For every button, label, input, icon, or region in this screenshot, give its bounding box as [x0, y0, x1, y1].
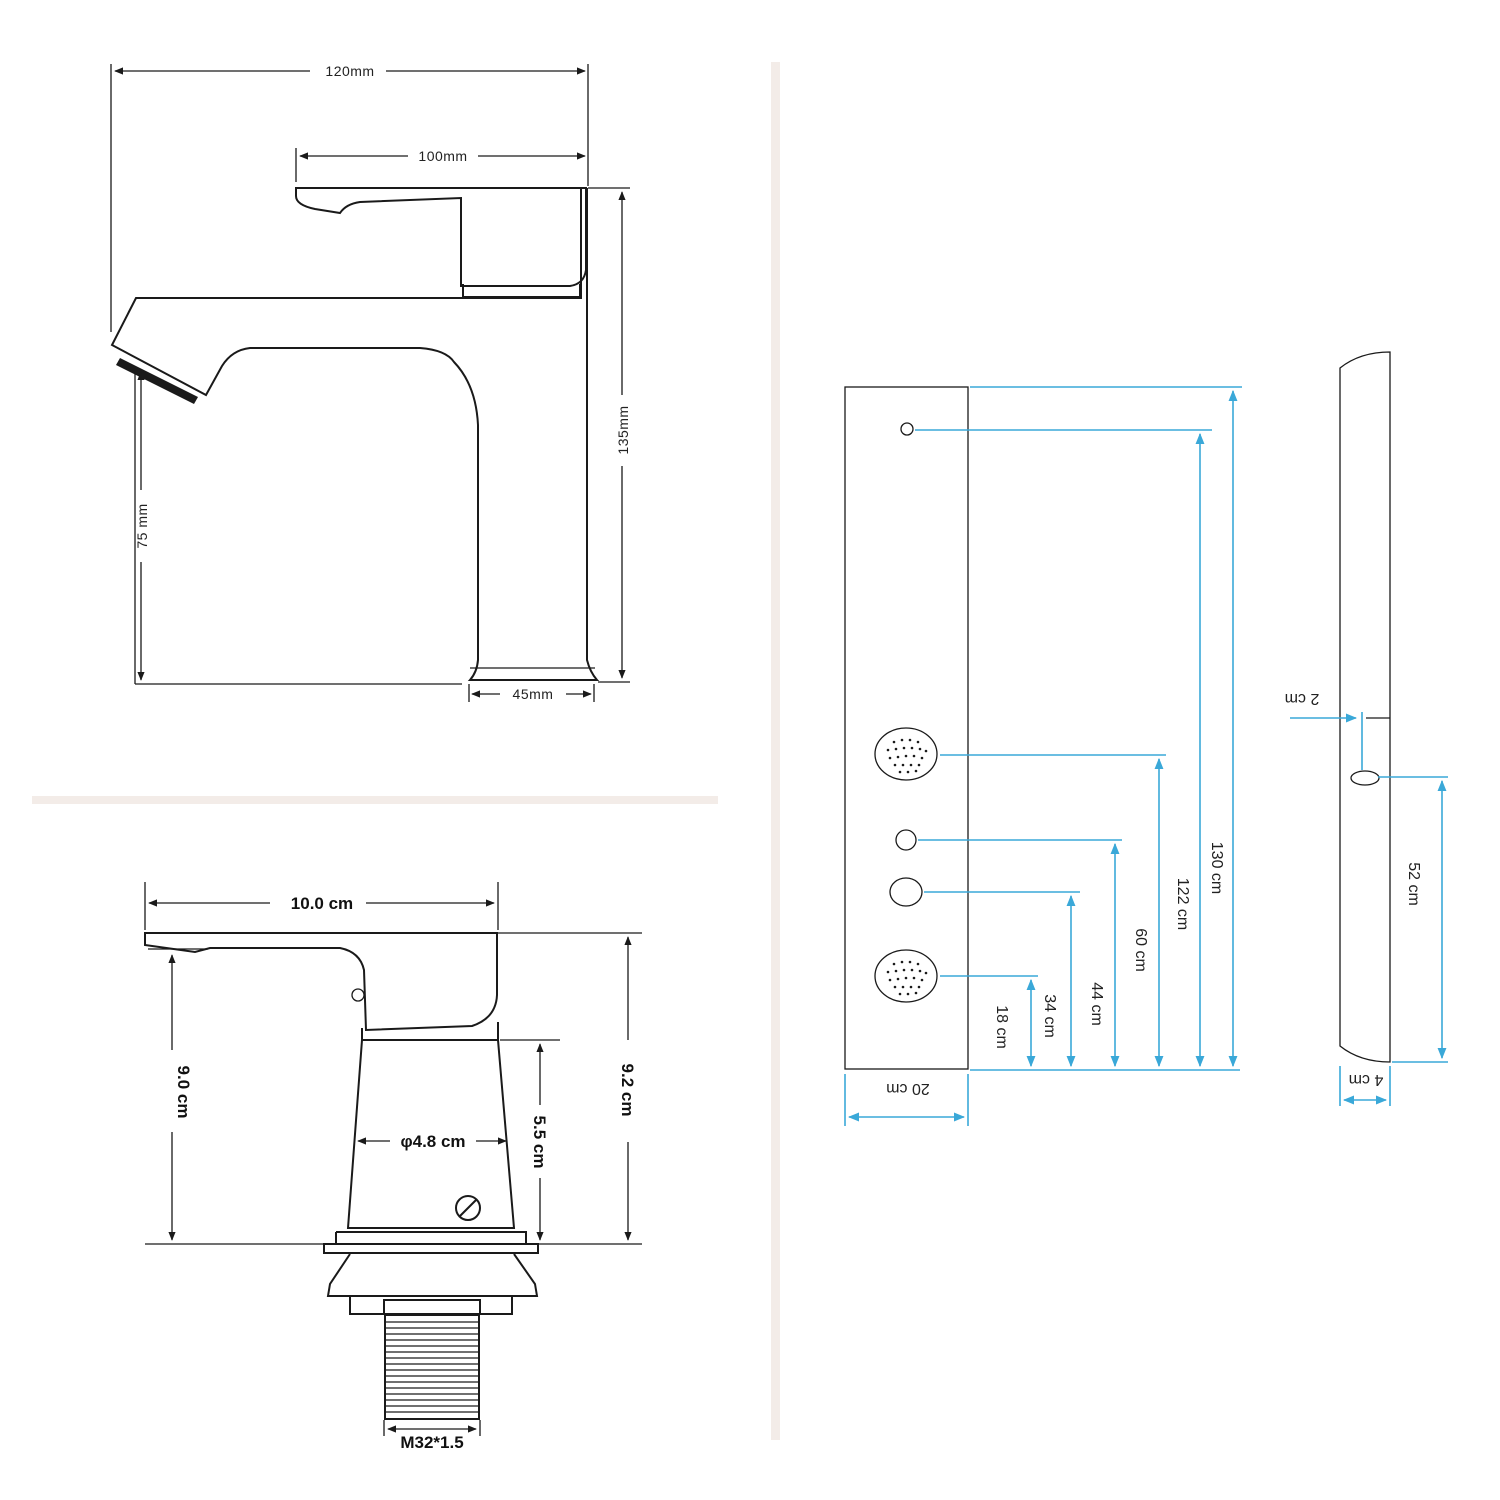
dim-small-knob: 44 cm — [1088, 982, 1105, 1026]
dim-total-height: 130 cm — [1208, 842, 1225, 894]
screw-icon — [455, 1195, 481, 1221]
base-cone — [326, 1253, 539, 1297]
diverter-knob-icon — [895, 829, 917, 851]
dim-large-knob: 34 cm — [1041, 994, 1058, 1038]
dim-overall-width: 120mm — [325, 63, 374, 79]
panel-side-outline — [1339, 351, 1391, 1063]
horizontal-separator — [32, 796, 718, 804]
dim-lower-jet: 18 cm — [993, 1005, 1010, 1049]
dim-handle-length: 100mm — [418, 148, 467, 164]
dim-top-outlet: 122 cm — [1174, 878, 1191, 930]
dim-height: 135mm — [615, 405, 631, 454]
dim-panel-width: 20 cm — [886, 1080, 930, 1097]
faucet-body-front — [346, 1039, 516, 1229]
faucet-handle-side — [295, 187, 587, 287]
shower-panel-front: 130 cm 122 cm 60 cm 44 cm 34 cm 18 cm 20… — [844, 386, 1242, 1126]
dim-body-diameter: φ4.8 cm — [400, 1132, 465, 1151]
dim-outlet-height: 52 cm — [1405, 862, 1422, 906]
dim-handle-length-cm: 10.0 cm — [291, 894, 353, 913]
dim-body-height: 5.5 cm — [530, 1116, 549, 1169]
aerator — [116, 358, 198, 404]
mixer-knob-icon — [889, 877, 923, 907]
dim-height-right: 9.2 cm — [618, 1064, 637, 1117]
faucet-body-side — [110, 188, 600, 681]
body-jet-upper-icon — [874, 727, 938, 781]
body-jet-lower-icon — [874, 949, 938, 1003]
dim-base-width: 45mm — [513, 686, 554, 702]
side-outlet-icon — [1350, 770, 1380, 786]
dim-protrusion: 2 cm — [1285, 690, 1320, 707]
dim-upper-jet: 60 cm — [1132, 928, 1149, 972]
dim-thread: M32*1.5 — [400, 1433, 463, 1452]
shower-panel-side: 2 cm 52 cm 4 cm — [1285, 351, 1448, 1106]
base-plate — [323, 1243, 539, 1254]
faucet-front-view: 10.0 cm 9.0 cm 9.2 cm 5.5 cm φ4.8 cm M32… — [144, 882, 642, 1452]
dim-depth: 4 cm — [1349, 1071, 1384, 1088]
faucet-side-view: 120mm 100mm 45mm 135mm 75 mm — [110, 63, 631, 702]
dim-spout-height: 75 mm — [134, 503, 150, 548]
top-outlet-icon — [900, 422, 914, 436]
dim-height-left: 9.0 cm — [174, 1066, 193, 1119]
vertical-separator — [771, 62, 780, 1440]
threaded-shank — [384, 1314, 480, 1420]
panel-outline — [844, 386, 969, 1070]
faucet-handle-front — [144, 932, 498, 1032]
